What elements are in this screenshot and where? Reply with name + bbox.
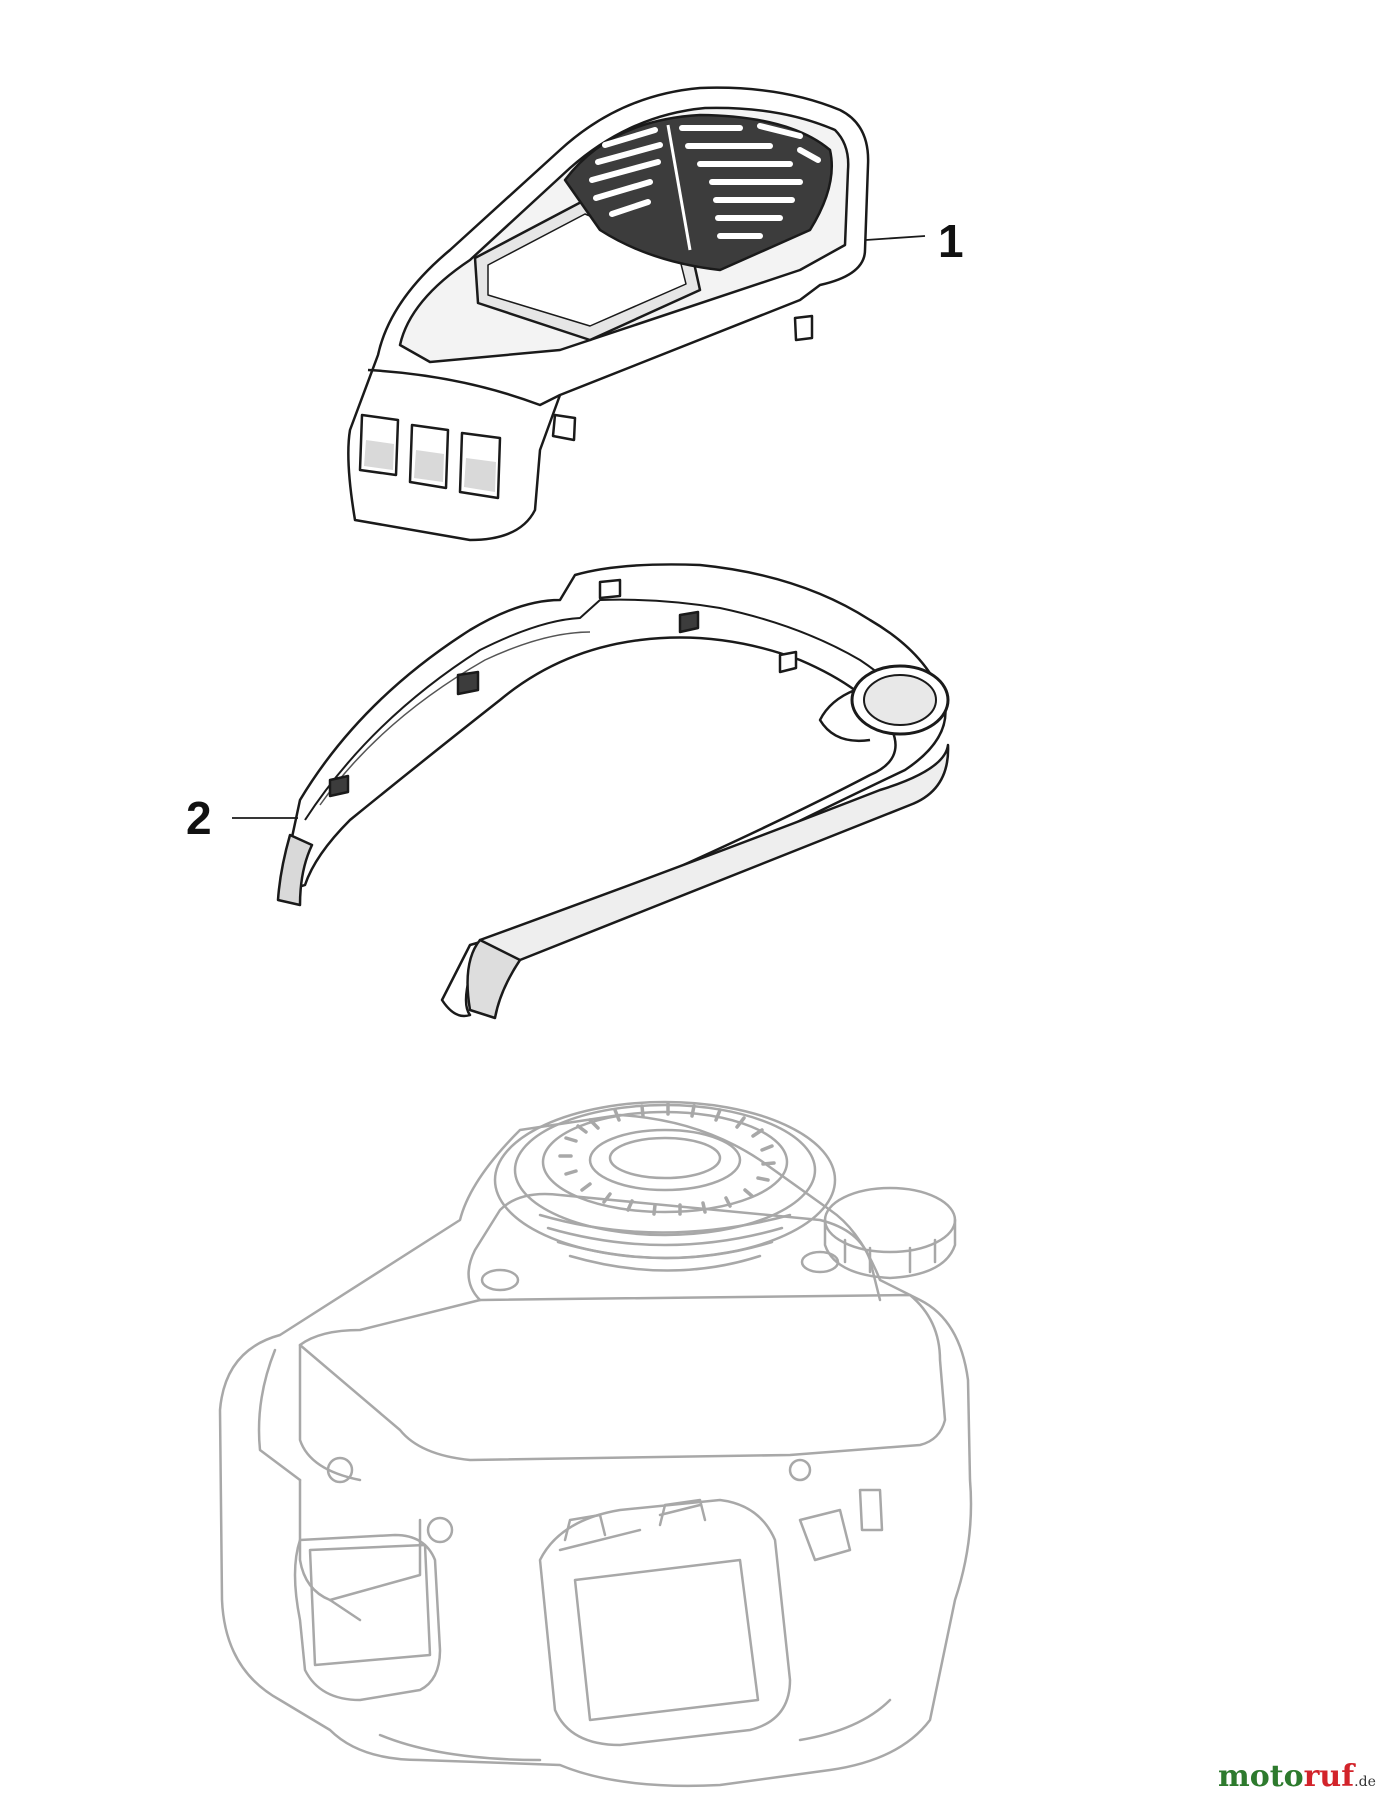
engine-reference <box>218 1100 973 1788</box>
watermark-logo: motoruf.de <box>1218 1762 1376 1792</box>
watermark-suffix: .de <box>1354 1774 1376 1790</box>
callout-1-leader <box>865 235 926 241</box>
watermark-accent: ruf <box>1303 1759 1355 1794</box>
callout-number-2: 2 <box>186 792 212 844</box>
callout-number-1: 1 <box>938 215 964 267</box>
part-1-blower-cover[interactable] <box>347 86 870 542</box>
part-2-shroud-frame[interactable] <box>276 563 950 1020</box>
watermark-main: moto <box>1218 1759 1304 1794</box>
